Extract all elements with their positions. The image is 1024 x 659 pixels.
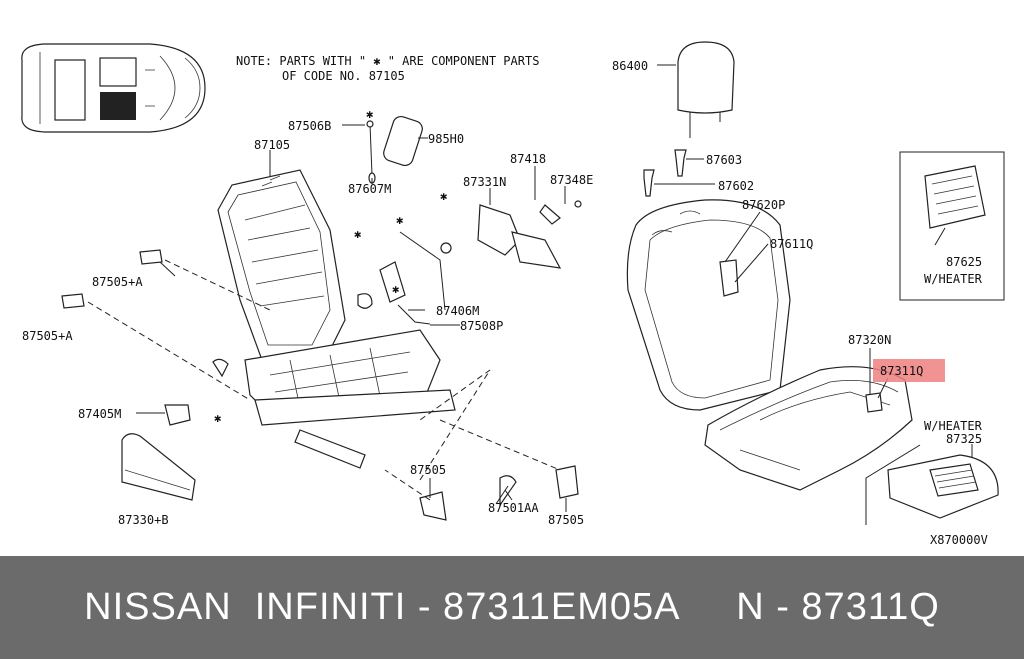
label-87505A-1: 87505+A [92, 275, 143, 289]
part-87330B [121, 433, 196, 501]
heater-box-upper [899, 151, 1005, 301]
part-87405M [164, 404, 191, 426]
label-87320N: 87320N [848, 333, 891, 347]
part-985H0 [383, 115, 423, 167]
part-87331N [477, 204, 521, 256]
label-87325: 87325 [946, 432, 982, 446]
label-87405M: 87405M [78, 407, 121, 421]
label-87501AA: 87501AA [488, 501, 539, 515]
part-87501AA [499, 475, 517, 507]
note-line-2: OF CODE NO. 87105 [282, 69, 405, 83]
label-w-heater-2: W/HEATER [924, 419, 983, 433]
seat-frame [217, 169, 456, 469]
part-87406M [379, 261, 406, 303]
label-87508P: 87508P [460, 319, 503, 333]
headrest [677, 41, 735, 138]
label-985H0: 985H0 [428, 132, 464, 146]
star-mark: ✱ [354, 227, 361, 241]
label-87505-1: 87505 [410, 463, 446, 477]
label-87620P: 87620P [742, 198, 785, 212]
diagram-code: X870000V [930, 533, 988, 547]
label-87505A-2: 87505+A [22, 329, 73, 343]
label-87406M: 87406M [436, 304, 479, 318]
label-87625: 87625 [946, 255, 982, 269]
label-87505-2: 87505 [548, 513, 584, 527]
label-87603: 87603 [706, 153, 742, 167]
star-mark: ✱ [392, 282, 399, 296]
star-mark: ✱ [440, 189, 447, 203]
label-87418: 87418 [510, 152, 546, 166]
footer-banner: NISSAN INFINITI - 87311EM05A N - 87311Q [0, 556, 1024, 659]
label-87602: 87602 [718, 179, 754, 193]
label-87311Q: 87311Q [880, 364, 923, 378]
label-87611Q: 87611Q [770, 237, 813, 251]
note-line-1: NOTE: PARTS WITH " ✱ " ARE COMPONENT PAR… [236, 54, 539, 68]
label-87506B: 87506B [288, 119, 331, 133]
star-mark: ✱ [366, 107, 373, 121]
label-87105: 87105 [254, 138, 290, 152]
star-mark: ✱ [396, 213, 403, 227]
cushion-cover [704, 366, 913, 491]
seatback-cover [626, 199, 791, 411]
heater-box-lower [865, 444, 999, 525]
parts-diagram: NOTE: PARTS WITH " ✱ " ARE COMPONENT PAR… [21, 41, 1005, 547]
part-number-text: NISSAN INFINITI - 87311EM05A N - 87311Q [84, 586, 940, 628]
label-86400: 86400 [612, 59, 648, 73]
label-87348E: 87348E [550, 173, 593, 187]
label-87331N: 87331N [463, 175, 506, 189]
label-87607M: 87607M [348, 182, 391, 196]
highlight-box [873, 359, 945, 382]
star-mark: ✱ [214, 411, 221, 425]
label-87330B: 87330+B [118, 513, 169, 527]
label-w-heater-1: W/HEATER [924, 272, 983, 286]
car-locator-icon [21, 43, 206, 133]
